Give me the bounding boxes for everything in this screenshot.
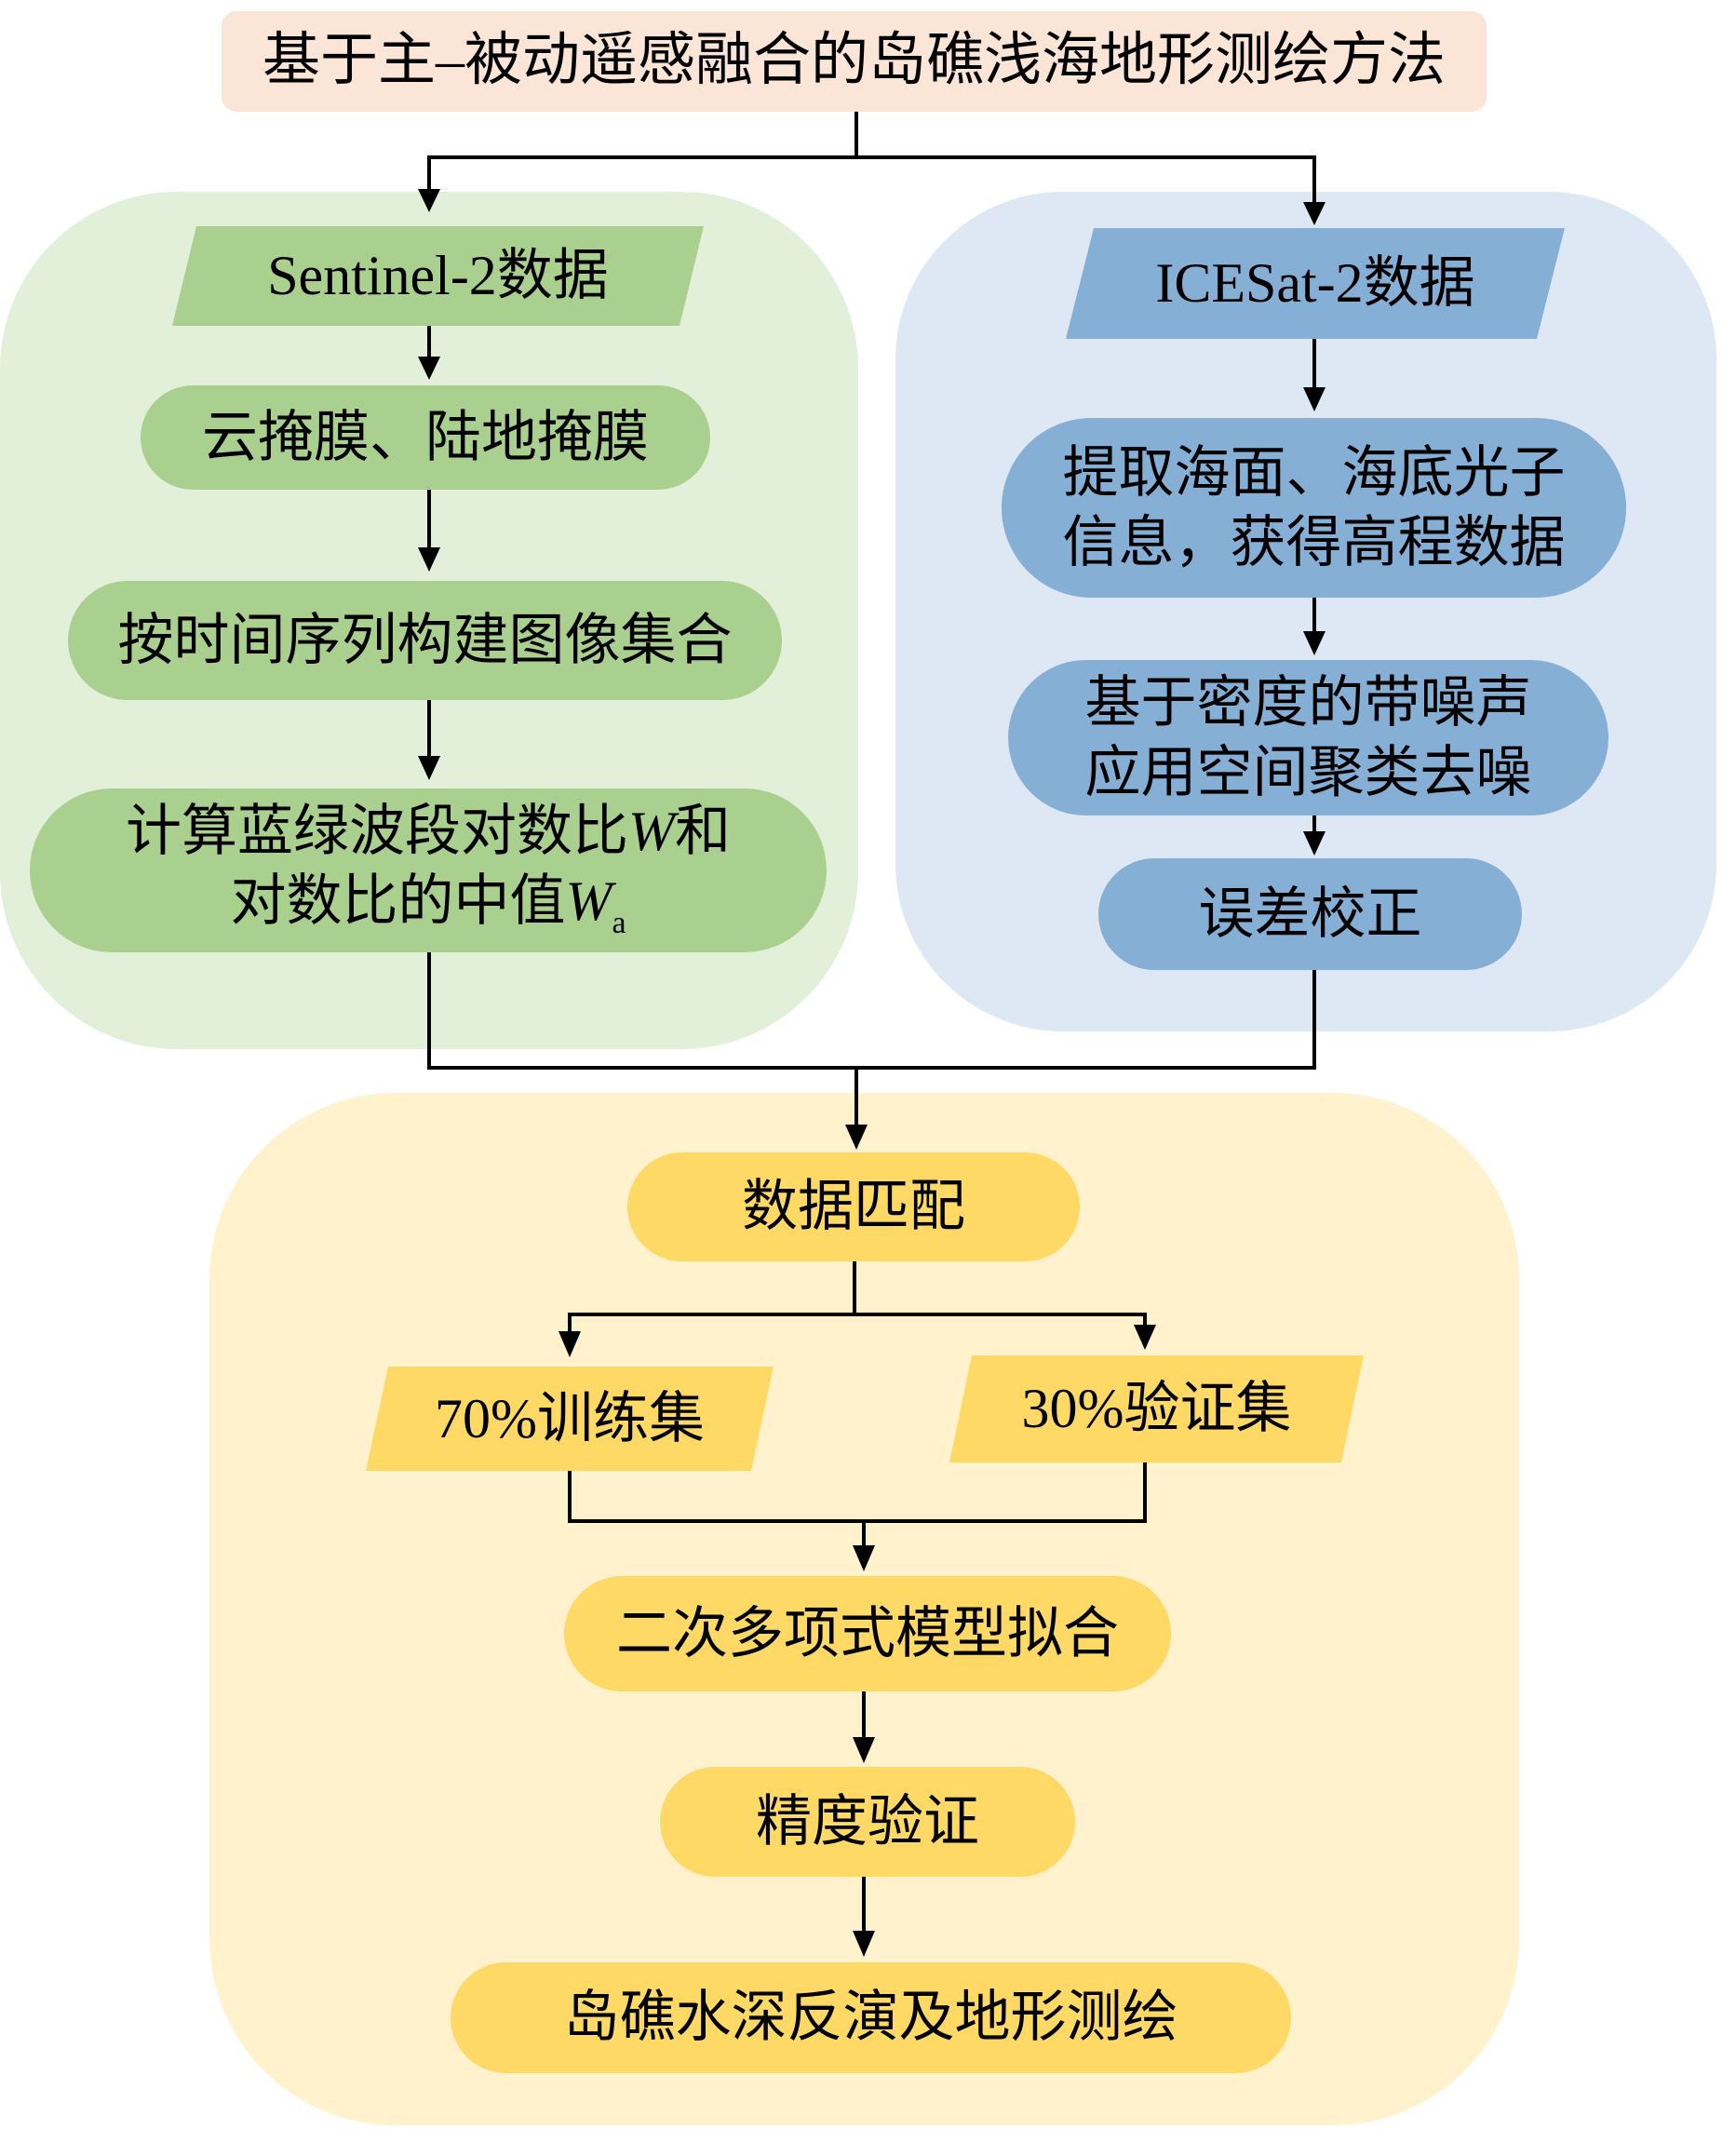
error-correction-step: 误差校正: [1098, 858, 1522, 970]
time-series-collection-label: 按时间序列构建图像集合: [117, 609, 733, 671]
sentinel-data-input: Sentinel-2数据: [172, 226, 704, 326]
icesat-data-input: ICESat-2数据: [1066, 228, 1565, 339]
bathymetry-mapping-output: 岛礁水深反演及地形测绘: [451, 1962, 1291, 2073]
sentinel-data-label: Sentinel-2数据: [267, 245, 609, 306]
method-title-box: 基于主–被动遥感融合的岛礁浅海地形测绘方法: [222, 11, 1487, 112]
log-ratio-compute-step: 计算蓝绿波段对数比W和 对数比的中值Wa: [30, 788, 827, 952]
quadratic-fit-label: 二次多项式模型拟合: [616, 1602, 1119, 1664]
bathymetry-mapping-label: 岛礁水深反演及地形测绘: [563, 1987, 1178, 2048]
time-series-collection-step: 按时间序列构建图像集合: [68, 581, 782, 700]
log-ratio-compute-text: 计算蓝绿波段对数比W和 对数比的中值Wa: [126, 801, 731, 941]
validation-set-label: 30%验证集: [1021, 1378, 1292, 1439]
error-correction-label: 误差校正: [1198, 883, 1422, 945]
dbscan-denoise-text: 基于密度的带噪声 应用空间聚类去噪: [1084, 671, 1532, 803]
accuracy-validation-label: 精度验证: [756, 1790, 979, 1853]
data-matching-step: 数据匹配: [627, 1152, 1080, 1261]
method-title: 基于主–被动遥感融合的岛礁浅海地形测绘方法: [262, 29, 1446, 93]
validation-set-output: 30%验证集: [949, 1355, 1364, 1462]
icesat-data-label: ICESat-2数据: [1155, 252, 1475, 314]
cloud-land-mask-step: 云掩膜、陆地掩膜: [141, 385, 710, 490]
dbscan-denoise-step: 基于密度的带噪声 应用空间聚类去噪: [1008, 660, 1608, 815]
training-set-output: 70%训练集: [366, 1367, 774, 1471]
quadratic-fit-step: 二次多项式模型拟合: [564, 1576, 1171, 1691]
photon-extraction-text: 提取海面、海底光子 信息，获得高程数据: [1062, 441, 1566, 573]
training-set-label: 70%训练集: [435, 1387, 705, 1449]
cloud-land-mask-label: 云掩膜、陆地掩膜: [202, 406, 649, 468]
connector-title-split: [427, 112, 1316, 203]
data-matching-label: 数据匹配: [742, 1176, 965, 1237]
accuracy-validation-step: 精度验证: [660, 1767, 1075, 1877]
photon-extraction-step: 提取海面、海底光子 信息，获得高程数据: [1002, 418, 1626, 598]
